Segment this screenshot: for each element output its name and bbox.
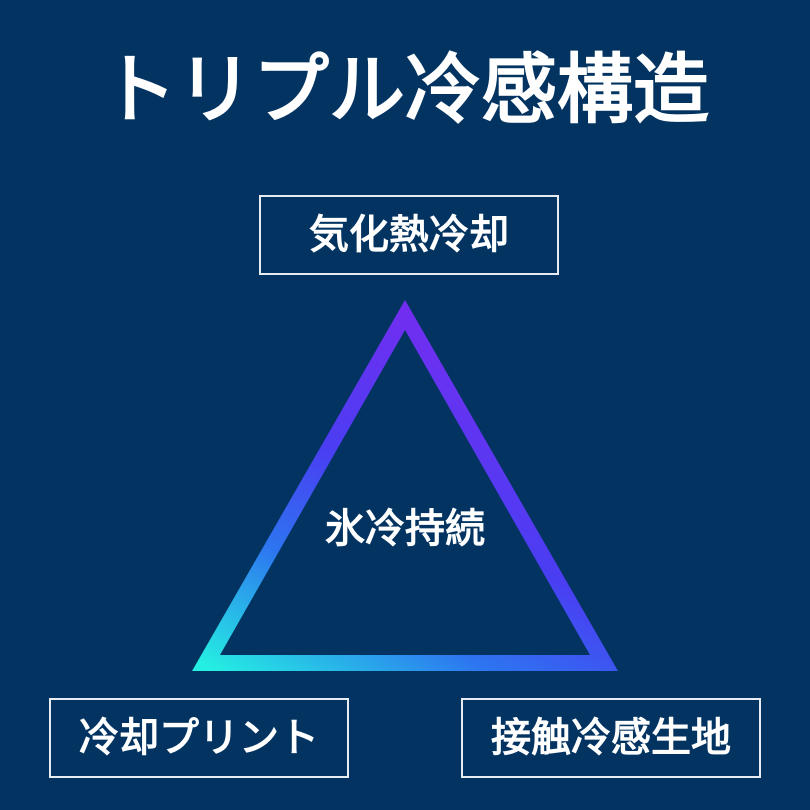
center-label: 氷冷持続: [325, 506, 485, 552]
vertex-label-top: 気化熱冷却: [309, 212, 509, 258]
page-title: トリプル冷感構造: [101, 45, 709, 134]
vertex-label-bottom-left: 冷却プリント: [79, 715, 319, 761]
vertex-box-bottom-right: 接触冷感生地: [461, 698, 761, 778]
triangle-outline: [192, 300, 618, 671]
vertex-box-bottom-left: 冷却プリント: [49, 698, 349, 778]
vertex-box-top: 気化熱冷却: [259, 195, 559, 275]
vertex-label-bottom-right: 接触冷感生地: [491, 715, 731, 761]
